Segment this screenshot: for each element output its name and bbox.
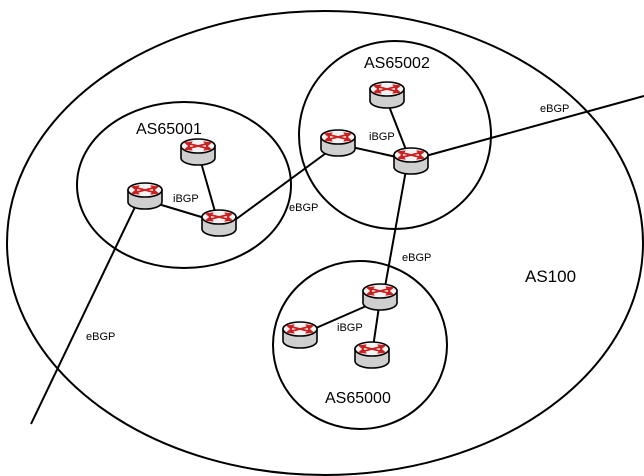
as65000-boundary	[272, 260, 448, 430]
router-icon	[180, 138, 216, 166]
router-icon	[320, 129, 356, 157]
ebgp-link	[223, 144, 338, 229]
ebgp-link-external	[30, 206, 136, 425]
router-icon	[201, 209, 237, 237]
ebgp-label: eBGP	[86, 331, 115, 343]
as100-label: AS100	[525, 267, 576, 286]
as65001-boundary	[76, 101, 292, 269]
router-icon	[369, 81, 405, 109]
router-icon	[393, 147, 429, 175]
ebgp-link	[382, 169, 407, 299]
ebgp-label: eBGP	[540, 103, 569, 115]
router-icon	[127, 182, 163, 210]
router-icon	[354, 341, 390, 369]
router-icon	[282, 321, 318, 349]
as65002-label: AS65002	[364, 55, 430, 72]
as65000-label: AS65000	[325, 390, 391, 407]
as65000-ibgp-label: iBGP	[337, 322, 363, 334]
ebgp-link-external	[410, 95, 644, 161]
as65002-ibgp-label: iBGP	[369, 131, 395, 143]
as100-boundary	[6, 10, 644, 476]
ebgp-label: eBGP	[289, 202, 318, 214]
ebgp-label: eBGP	[402, 252, 431, 264]
as65001-ibgp-label: iBGP	[173, 193, 199, 205]
as65001-label: AS65001	[136, 121, 202, 138]
router-icon	[362, 283, 398, 311]
